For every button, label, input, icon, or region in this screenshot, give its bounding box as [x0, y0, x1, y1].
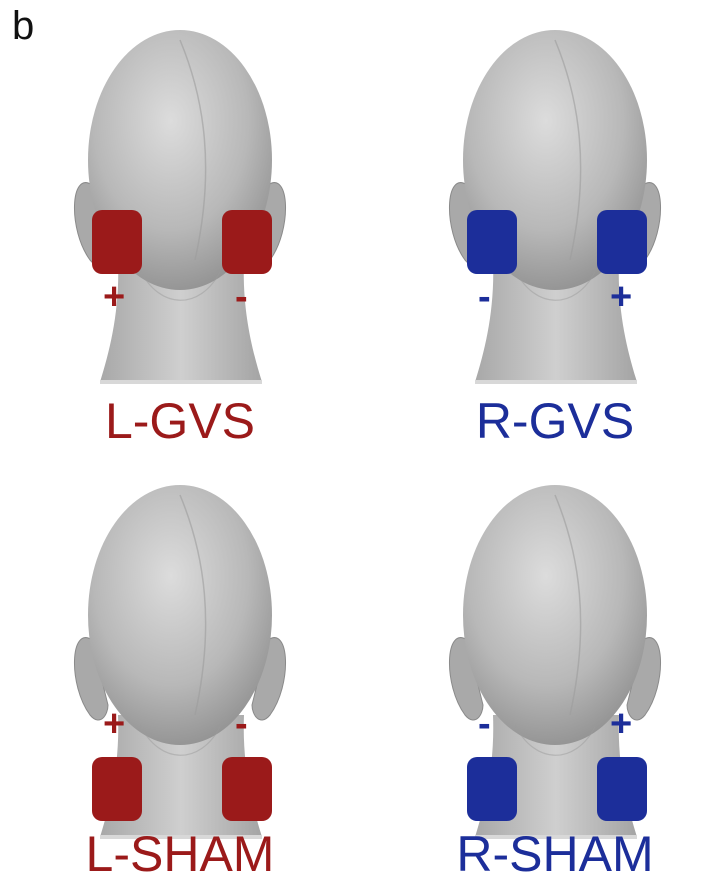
left-electrode: [92, 210, 142, 274]
right-polarity-sign: +: [610, 705, 632, 743]
condition-panel-r-gvs: -+R-GVS: [405, 0, 705, 440]
right-polarity-sign: -: [235, 278, 248, 316]
right-electrode: [597, 757, 647, 821]
right-polarity-sign: +: [610, 278, 632, 316]
head-illustration: [30, 465, 330, 845]
head-illustration: [405, 10, 705, 390]
left-polarity-sign: -: [478, 278, 491, 316]
condition-label: L-GVS: [30, 392, 330, 450]
condition-panel-r-sham: - + R-SHAM: [405, 445, 705, 885]
left-electrode: [467, 210, 517, 274]
left-polarity-sign: +: [103, 705, 125, 743]
condition-panel-l-sham: + - L-SHAM: [30, 445, 330, 885]
right-electrode: [222, 210, 272, 274]
condition-panel-l-gvs: +-L-GVS: [30, 0, 330, 440]
right-polarity-sign: -: [235, 705, 248, 743]
left-polarity-sign: +: [103, 278, 125, 316]
head-illustration: [30, 10, 330, 390]
condition-label: R-GVS: [405, 392, 705, 450]
left-electrode: [92, 757, 142, 821]
right-electrode: [597, 210, 647, 274]
left-polarity-sign: -: [478, 705, 491, 743]
head-illustration: [405, 465, 705, 845]
right-electrode: [222, 757, 272, 821]
condition-label: L-SHAM: [30, 825, 330, 883]
condition-label: R-SHAM: [405, 825, 705, 883]
left-electrode: [467, 757, 517, 821]
